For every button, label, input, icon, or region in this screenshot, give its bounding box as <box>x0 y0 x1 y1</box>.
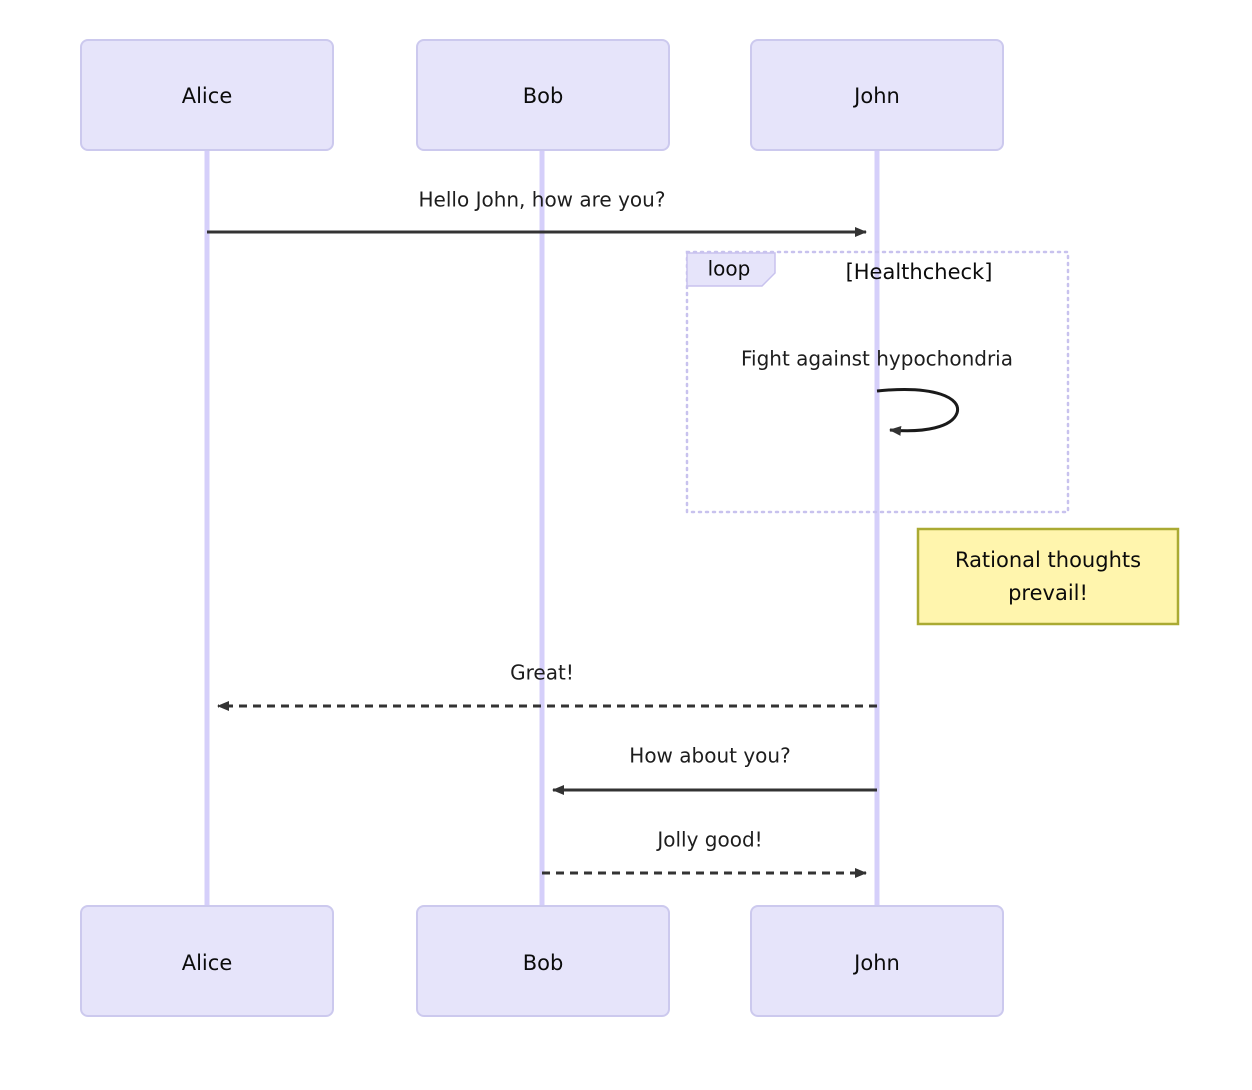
actor-label-john-top: John <box>852 84 900 108</box>
actor-rect <box>80 39 334 151</box>
note-rational-thoughts[interactable]: Rational thoughts prevail! <box>916 527 1180 626</box>
loop-kind-badge <box>686 252 776 287</box>
note-line-1: Rational thoughts <box>955 548 1141 572</box>
actor-rect <box>416 39 670 151</box>
message-label: Fight against hypochondria <box>741 347 1013 371</box>
loop-kind-label: loop <box>708 257 751 281</box>
actor-rect <box>750 905 1004 1017</box>
actor-rect <box>750 39 1004 151</box>
actor-box-alice-bottom[interactable]: Alice <box>80 905 334 1017</box>
message-fight-against-hypochondria[interactable]: Fight against hypochondria <box>741 347 1013 436</box>
actor-label-bob-top: Bob <box>523 84 564 108</box>
actors-top-group: Alice Bob John <box>80 39 1004 151</box>
actor-box-alice-top[interactable]: Alice <box>80 39 334 151</box>
message-self-loop-path <box>876 388 960 436</box>
message-label: Hello John, how are you? <box>419 188 666 212</box>
message-label: Jolly good! <box>655 828 762 852</box>
actor-rect <box>416 905 670 1017</box>
message-label: Great! <box>510 661 574 685</box>
note-line-2: prevail! <box>1008 581 1088 605</box>
message-hello-john[interactable]: Hello John, how are you? <box>207 188 867 237</box>
actor-label-john-bottom: John <box>852 951 900 975</box>
actors-bottom-group: Alice Bob John <box>80 905 1004 1017</box>
messages-group: Hello John, how are you? Fight against h… <box>207 188 1013 878</box>
message-how-about-you[interactable]: How about you? <box>552 744 877 795</box>
message-jolly-good[interactable]: Jolly good! <box>542 828 867 878</box>
message-great[interactable]: Great! <box>217 661 877 711</box>
actor-box-bob-bottom[interactable]: Bob <box>416 905 670 1017</box>
actor-label-bob-bottom: Bob <box>523 951 564 975</box>
loop-fragment[interactable]: loop [Healthcheck] <box>685 250 1070 514</box>
actor-box-john-bottom[interactable]: John <box>750 905 1004 1017</box>
loop-box <box>685 250 1070 514</box>
actor-rect <box>80 905 334 1017</box>
note-box <box>916 527 1180 626</box>
actor-box-john-top[interactable]: John <box>750 39 1004 151</box>
loop-condition-label: [Healthcheck] <box>846 260 993 284</box>
lifelines-group <box>204 150 880 906</box>
actor-box-bob-top[interactable]: Bob <box>416 39 670 151</box>
message-label: How about you? <box>629 744 790 768</box>
actor-label-alice-bottom: Alice <box>182 951 233 975</box>
actor-label-alice-top: Alice <box>182 84 233 108</box>
